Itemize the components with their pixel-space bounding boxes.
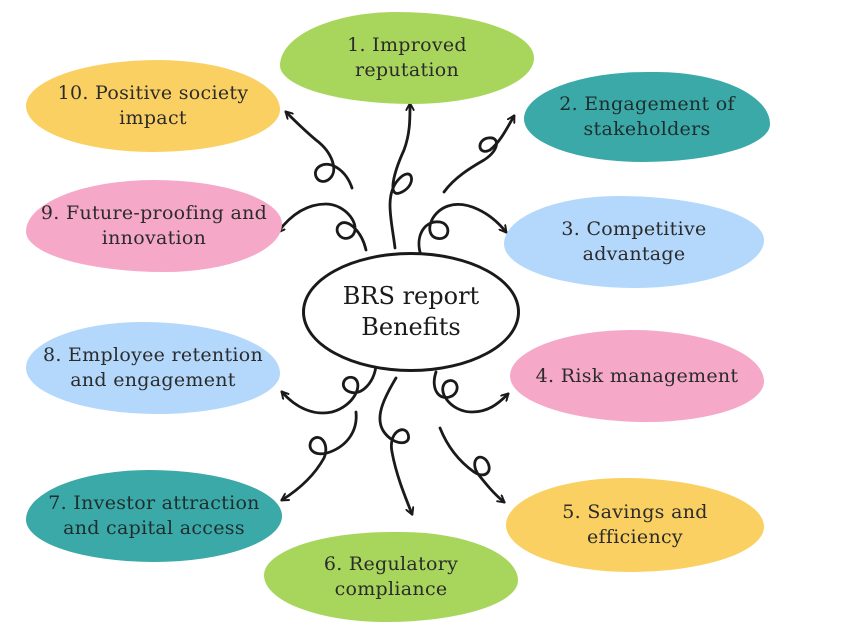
benefit-label: 7. Investor attraction and capital acces… xyxy=(48,492,260,539)
arrow-to-benefit-6 xyxy=(378,376,412,514)
benefit-savings-and-efficiency: 5. Savings and efficiency xyxy=(506,478,764,572)
arrow-to-benefit-9 xyxy=(278,202,368,252)
center-label: BRS report Benefits xyxy=(342,282,480,341)
arrow-to-benefit-10 xyxy=(286,112,354,190)
arrow-to-benefit-1 xyxy=(388,104,412,250)
benefit-label: 1. Improved reputation xyxy=(347,34,467,81)
benefit-positive-society-impact: 10. Positive society impact xyxy=(26,60,280,152)
benefit-risk-management: 4. Risk management xyxy=(510,330,764,422)
arrow-to-benefit-8 xyxy=(282,364,378,415)
benefit-employee-retention: 8. Employee retention and engagement xyxy=(26,322,280,414)
benefit-label: 10. Positive society impact xyxy=(57,82,249,129)
arrow-to-benefit-4 xyxy=(432,370,508,414)
benefit-label: 2. Engagement of stakeholders xyxy=(559,93,735,140)
benefit-label: 9. Future-proofing and innovation xyxy=(40,202,268,249)
arrow-to-benefit-2 xyxy=(442,116,516,194)
benefit-investor-attraction: 7. Investor attraction and capital acces… xyxy=(26,470,282,562)
arrow-to-benefit-3 xyxy=(417,203,506,254)
benefit-label: 8. Employee retention and engagement xyxy=(42,344,264,391)
arrow-to-benefit-5 xyxy=(438,426,504,502)
arrow-to-benefit-7 xyxy=(282,410,358,502)
benefit-future-proofing: 9. Future-proofing and innovation xyxy=(26,180,282,272)
benefit-engagement-of-stakeholders: 2. Engagement of stakeholders xyxy=(524,72,770,162)
benefit-label: 3. Competitive advantage xyxy=(561,218,707,265)
benefit-competitive-advantage: 3. Competitive advantage xyxy=(504,196,764,288)
center-node: BRS report Benefits xyxy=(302,252,520,372)
benefit-label: 6. Regulatory compliance xyxy=(323,553,459,600)
benefit-improved-reputation: 1. Improved reputation xyxy=(280,12,534,104)
benefit-regulatory-compliance: 6. Regulatory compliance xyxy=(264,532,518,622)
benefit-label: 4. Risk management xyxy=(535,364,739,387)
benefit-label: 5. Savings and efficiency xyxy=(562,501,708,548)
